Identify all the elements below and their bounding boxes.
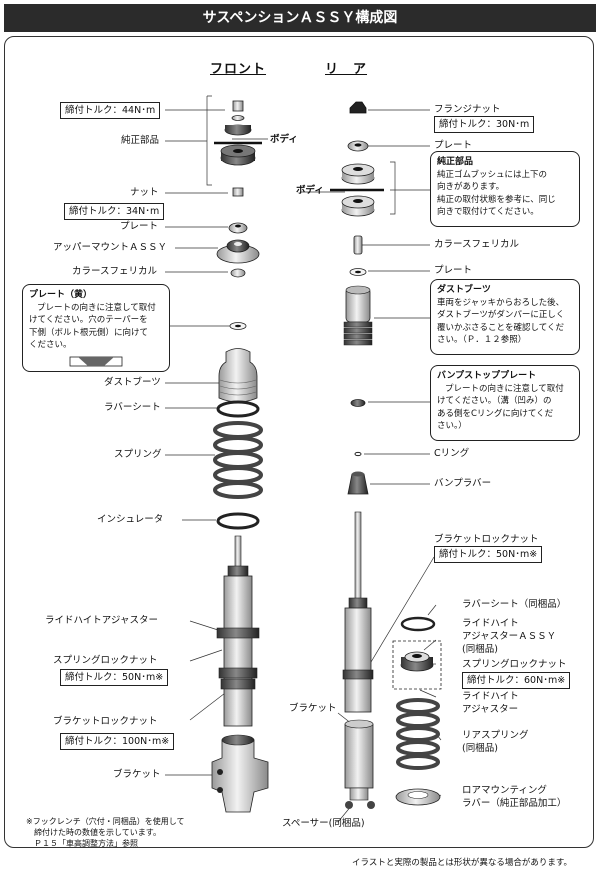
front-bracket-lock-label: ブラケットロックナット — [53, 716, 158, 727]
front-upper-mount-label: アッパーマウントＡＳＳＹ — [53, 242, 168, 253]
front-plate-label: プレート — [120, 221, 159, 232]
rear-collar-label: カラースフェリカル — [434, 239, 520, 250]
front-torque-nut: 締付トルク：34N･m — [64, 203, 165, 220]
front-nut-label: ナット — [130, 187, 159, 198]
rear-bump-stop-note: バンプストッププレート プレートの向きに注意して取付 けてください。（溝（凹み）… — [430, 365, 580, 441]
rear-header: リ ア — [325, 62, 368, 77]
rear-spring-l1: リアスプリング — [462, 730, 529, 741]
rear-plate-label: プレート — [434, 265, 473, 276]
front-plate-note: プレート（黄） プレートの向きに注意して取付 けてください。穴のテーパーを 下側… — [22, 284, 170, 372]
rear-rubber-seat-label: ラバーシート（同梱品） — [462, 599, 567, 610]
rear-spacer-label: スペーサー(同梱品) — [282, 818, 365, 829]
front-torque-bracket-lock: 締付トルク：100N･m※ — [60, 733, 175, 750]
rear-bracket-label: ブラケット — [289, 703, 337, 714]
front-genuine-label: 純正部品 — [121, 135, 160, 146]
front-ride-height-label: ライドハイトアジャスター — [45, 615, 158, 626]
rear-c-ring-label: Cリング — [434, 448, 470, 459]
disclaimer: イラストと実際の製品とは形状が異なる場合があります。 — [352, 858, 572, 868]
rear-ride-height-assy-l1: ライドハイト — [462, 618, 519, 629]
rear-ride-height-l1: ライドハイト — [462, 691, 519, 702]
rear-plate-top-label: プレート — [434, 140, 473, 151]
rear-genuine-note: 純正部品 純正ゴムブッシュには上下の 向きがあります。 純正の取付状態を参考に、… — [430, 151, 580, 227]
rear-torque-bracket-lock: 締付トルク：50N･m※ — [434, 546, 543, 563]
footnote-line-2: 締付けた時の数値を示しています。 — [34, 828, 161, 837]
front-insulator-label: インシュレータ — [97, 514, 164, 525]
rear-ride-height-assy-l2: アジャスターＡＳＳＹ — [462, 631, 557, 642]
rear-torque-flange: 締付トルク：30N･m — [434, 116, 535, 133]
rear-bump-rubber-label: バンプラバー — [434, 478, 492, 489]
rear-lower-mount-l1: ロアマウンティング — [462, 785, 547, 796]
rear-flange-nut-label: フランジナット — [434, 104, 501, 115]
front-spring-label: スプリング — [114, 449, 162, 460]
front-dust-boot-label: ダストブーツ — [104, 377, 161, 388]
rear-body-label: ボディ — [296, 185, 324, 196]
rear-spring-lock-label: スプリングロックナット — [462, 659, 567, 670]
rear-torque-spring-lock: 締付トルク：60N･m※ — [462, 672, 571, 689]
rear-ride-height-assy-l3: (同梱品) — [462, 644, 498, 655]
rear-lower-mount-l2: ラバー（純正部品加工） — [462, 798, 567, 809]
rear-ride-height-l2: アジャスター — [462, 704, 519, 715]
front-spring-lock-label: スプリングロックナット — [53, 655, 158, 666]
diagram-frame — [4, 36, 594, 848]
front-header: フロント — [210, 62, 267, 77]
front-rubber-seat-label: ラバーシート — [104, 402, 161, 413]
front-torque-top: 締付トルク：44N･m — [60, 102, 161, 119]
footnote-line-1: ※フックレンチ（穴付・同梱品）を使用して — [26, 817, 185, 826]
footnote-line-3: Ｐ１５「車高調整方法」参照 — [34, 839, 138, 848]
front-collar-label: カラースフェリカル — [72, 266, 158, 277]
front-bracket-label: ブラケット — [113, 769, 161, 780]
rear-dust-boot-note: ダストブーツ 車両をジャッキからおろした後、 ダストブーツがダンパーに正しく 覆… — [430, 279, 580, 355]
rear-bracket-lock-label: ブラケットロックナット — [434, 534, 539, 545]
front-body-label: ボディ — [270, 134, 298, 145]
front-torque-spring-lock: 締付トルク：50N･m※ — [60, 669, 169, 686]
page-title: サスペンションＡＳＳＹ構成図 — [4, 4, 596, 32]
rear-spring-l2: (同梱品) — [462, 743, 498, 754]
